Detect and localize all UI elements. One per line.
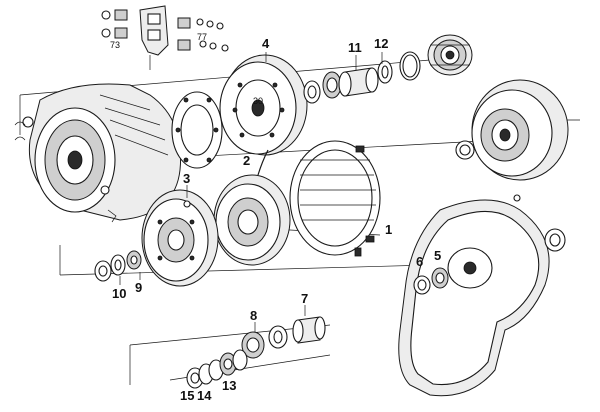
housing — [14, 83, 182, 223]
belt-guard — [398, 194, 566, 397]
part-2-disc — [213, 149, 291, 266]
right-cover — [455, 79, 569, 181]
callout-14: 14 — [197, 388, 212, 403]
gasket-ring — [171, 91, 223, 169]
callout-4: 4 — [262, 36, 270, 51]
parts-13-14-15-rings — [186, 349, 248, 389]
callout-5: 5 — [434, 248, 441, 263]
inline-labels: 73 77 30 — [110, 32, 263, 106]
parts-7-8-sleeves — [241, 305, 326, 359]
callout-8: 8 — [250, 308, 257, 323]
callouts: 4 11 12 2 3 1 5 6 10 9 8 7 15 14 13 — [112, 36, 441, 403]
mounting-bracket — [101, 5, 229, 70]
callout-7: 7 — [301, 291, 308, 306]
callout-13: 13 — [222, 378, 236, 393]
callout-15: 15 — [180, 388, 194, 403]
callout-10: 10 — [112, 286, 126, 301]
parts-5-6-washers — [413, 267, 449, 295]
callout-12: 12 — [374, 36, 388, 51]
part-3-plate — [141, 185, 219, 287]
parts-9-10-washers — [94, 250, 142, 285]
callout-3: 3 — [183, 171, 190, 186]
callout-11: 11 — [348, 40, 362, 55]
shaft-parts-11-12 — [303, 51, 421, 104]
label-30: 30 — [253, 96, 263, 106]
callout-6: 6 — [416, 254, 423, 269]
part-1-ring — [289, 140, 381, 257]
label-73: 73 — [110, 40, 120, 50]
callout-9: 9 — [135, 280, 142, 295]
top-hub — [427, 34, 473, 76]
callout-2: 2 — [243, 153, 250, 168]
label-77: 77 — [197, 32, 207, 42]
part-4-disc — [219, 52, 308, 156]
callout-1: 1 — [385, 222, 392, 237]
